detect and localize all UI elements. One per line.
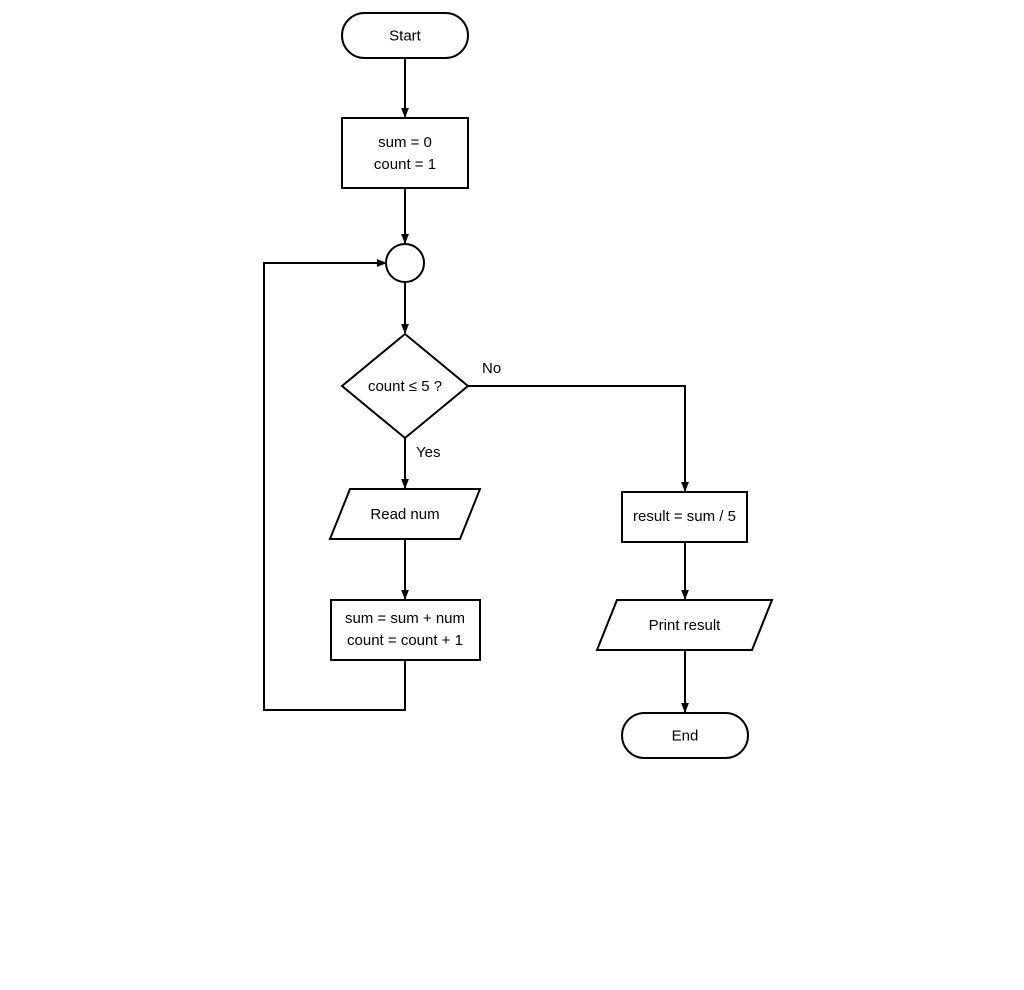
node-print[interactable]: Print result (595, 599, 774, 651)
compute-label: result = sum / 5 (633, 508, 736, 525)
edge-label-yes: Yes (416, 444, 440, 461)
node-decision[interactable]: count ≤ 5 ? (340, 332, 470, 440)
init-process-shape (341, 117, 469, 189)
accumulate-process-shape (330, 599, 481, 661)
node-read[interactable]: Read num (328, 488, 482, 540)
edge-decision-no-to-compute (468, 385, 689, 492)
decision-label: count ≤ 5 ? (368, 378, 442, 395)
init-label-line1: sum = 0 (378, 134, 432, 151)
print-label: Print result (649, 617, 722, 634)
node-start[interactable]: Start (341, 12, 469, 59)
start-terminator-shape (341, 12, 469, 59)
junction-connector-shape (385, 243, 425, 283)
node-init[interactable]: sum = 0 count = 1 (341, 117, 469, 189)
end-label: End (672, 727, 699, 744)
node-compute[interactable]: result = sum / 5 (621, 491, 748, 543)
node-junction[interactable] (385, 243, 425, 283)
edge-loop-back-to-junction (263, 259, 406, 711)
init-label-line2: count = 1 (374, 156, 436, 173)
decision-diamond-shape (340, 332, 470, 440)
edge-label-no: No (482, 360, 501, 377)
node-end[interactable]: End (621, 712, 749, 759)
node-accumulate[interactable]: sum = sum + num count = count + 1 (330, 599, 481, 661)
end-terminator-shape (621, 712, 749, 759)
accumulate-label-line1: sum = sum + num (345, 610, 465, 627)
read-label: Read num (370, 506, 439, 523)
accumulate-label-line2: count = count + 1 (347, 632, 463, 649)
print-io-shape (595, 599, 774, 651)
read-io-shape (328, 488, 482, 540)
start-label: Start (389, 27, 422, 44)
compute-process-shape (621, 491, 748, 543)
